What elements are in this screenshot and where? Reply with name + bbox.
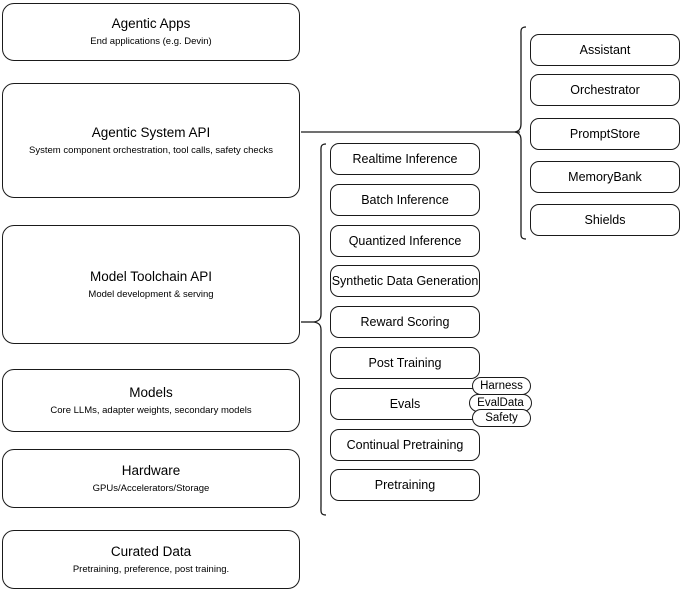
toolchain-item-pretraining[interactable]: Pretraining — [330, 469, 480, 501]
evals-badge-label: Safety — [485, 411, 518, 424]
agentic-system-item-memorybank[interactable]: MemoryBank — [530, 161, 680, 193]
agentic-system-item-label: Shields — [584, 212, 626, 227]
layer-subtitle: System component orchestration, tool cal… — [29, 144, 273, 156]
toolchain-item-label: Quantized Inference — [348, 233, 462, 248]
layer-box-agentic-apps[interactable]: Agentic Apps End applications (e.g. Devi… — [2, 3, 300, 61]
evals-badge-label: EvalData — [477, 396, 524, 409]
toolchain-item-label: Reward Scoring — [360, 314, 450, 329]
agentic-system-item-label: MemoryBank — [568, 169, 642, 184]
agentic-system-item-assistant[interactable]: Assistant — [530, 34, 680, 66]
layer-box-hardware[interactable]: Hardware GPUs/Accelerators/Storage — [2, 449, 300, 508]
toolchain-item-label: Realtime Inference — [352, 151, 458, 166]
layer-title: Curated Data — [110, 543, 192, 559]
toolchain-item-label: Post Training — [368, 355, 442, 370]
layer-title: Agentic Apps — [111, 16, 191, 31]
brace-agentic-system — [514, 26, 527, 240]
toolchain-item-synthetic-data-generation[interactable]: Synthetic Data Generation — [330, 265, 480, 297]
toolchain-item-quantized-inference[interactable]: Quantized Inference — [330, 225, 480, 257]
toolchain-item-label: Continual Pretraining — [346, 437, 464, 452]
toolchain-item-post-training[interactable]: Post Training — [330, 347, 480, 379]
toolchain-item-realtime-inference[interactable]: Realtime Inference — [330, 143, 480, 175]
toolchain-item-reward-scoring[interactable]: Reward Scoring — [330, 306, 480, 338]
agentic-system-item-shields[interactable]: Shields — [530, 204, 680, 236]
agentic-system-item-label: Orchestrator — [570, 82, 640, 97]
agentic-system-item-label: PromptStore — [569, 126, 641, 141]
evals-badge-safety[interactable]: Safety — [472, 409, 531, 427]
layer-box-model-toolchain-api[interactable]: Model Toolchain API Model development & … — [2, 225, 300, 344]
layer-subtitle: Model development & serving — [88, 288, 214, 300]
evals-badge-label: Harness — [480, 379, 523, 392]
layer-title: Agentic System API — [91, 124, 211, 140]
layer-box-models[interactable]: Models Core LLMs, adapter weights, secon… — [2, 369, 300, 432]
toolchain-item-batch-inference[interactable]: Batch Inference — [330, 184, 480, 216]
toolchain-item-label: Evals — [389, 396, 421, 411]
layer-title: Hardware — [121, 462, 181, 478]
layer-subtitle: GPUs/Accelerators/Storage — [92, 482, 210, 494]
toolchain-item-label: Pretraining — [374, 477, 436, 492]
layer-box-curated-data[interactable]: Curated Data Pretraining, preference, po… — [2, 530, 300, 589]
agentic-system-item-orchestrator[interactable]: Orchestrator — [530, 74, 680, 106]
brace-model-toolchain — [313, 143, 327, 516]
layer-subtitle: End applications (e.g. Devin) — [90, 36, 212, 47]
agentic-system-item-promptstore[interactable]: PromptStore — [530, 118, 680, 150]
layer-subtitle: Pretraining, preference, post training. — [72, 563, 230, 575]
layer-box-agentic-system-api[interactable]: Agentic System API System component orch… — [2, 83, 300, 198]
toolchain-item-label: Batch Inference — [361, 192, 449, 207]
evals-badge-harness[interactable]: Harness — [472, 377, 531, 395]
layer-subtitle: Core LLMs, adapter weights, secondary mo… — [50, 404, 252, 416]
layer-title: Models — [129, 384, 173, 400]
toolchain-item-continual-pretraining[interactable]: Continual Pretraining — [330, 429, 480, 461]
toolchain-item-evals[interactable]: Evals — [330, 388, 480, 420]
toolchain-item-label: Synthetic Data Generation — [331, 273, 479, 288]
layer-title: Model Toolchain API — [89, 268, 213, 284]
agentic-system-item-label: Assistant — [579, 42, 631, 57]
